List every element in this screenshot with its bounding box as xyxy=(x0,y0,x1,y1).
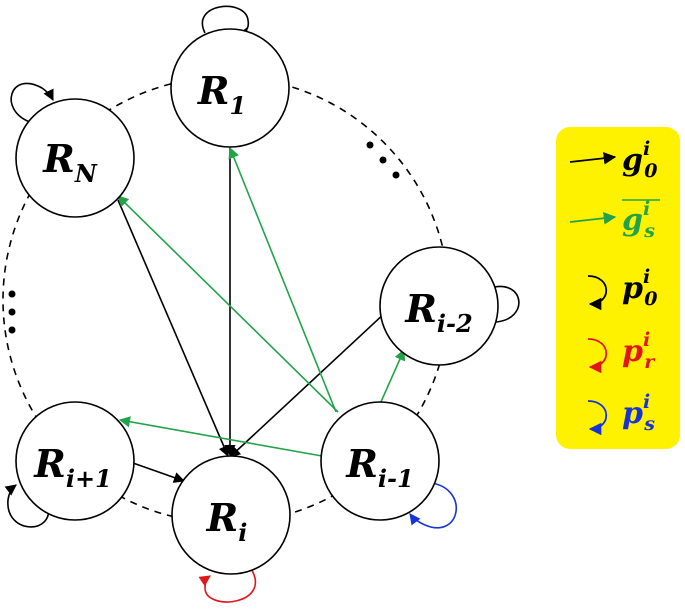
self-loop-icon xyxy=(587,338,608,374)
self-loop-icon xyxy=(587,400,608,436)
svg-text:Ri-2: Ri-2 xyxy=(404,286,472,338)
edge-ri2-to-ri xyxy=(229,311,387,458)
self-loop-ri xyxy=(198,566,257,603)
legend-box xyxy=(556,127,680,449)
node-ri: Ri xyxy=(171,455,291,575)
node-ri1p: Ri+1 xyxy=(15,401,135,521)
self-loop-ri1p xyxy=(4,484,50,528)
svg-text:Ri+1: Ri+1 xyxy=(33,441,112,493)
svg-text:R1: R1 xyxy=(197,68,246,120)
edge-ri1m-to-rn xyxy=(117,195,339,413)
self-loop-icon xyxy=(587,275,608,311)
edge-ri1m-to-ri1p xyxy=(118,416,323,457)
ellipsis-dots-top-right xyxy=(366,141,400,179)
node-rn: RN xyxy=(15,98,135,218)
edge-ri1m-to-ri2 xyxy=(379,348,406,405)
self-loop-rn xyxy=(10,82,54,123)
node-ri2: Ri-2 xyxy=(379,246,499,366)
ellipsis-dots-left xyxy=(8,290,16,334)
arrow-icon xyxy=(569,151,617,165)
edge-rn-to-ri xyxy=(117,199,230,458)
node-r1: R1 xyxy=(170,28,290,148)
svg-text:RN: RN xyxy=(42,136,98,188)
arrow-icon xyxy=(569,211,617,225)
svg-text:Ri: Ri xyxy=(206,495,248,547)
self-loop-ri1m xyxy=(409,482,457,529)
edge-ri1p-to-ri xyxy=(132,462,186,483)
svg-text:Ri-1: Ri-1 xyxy=(345,441,413,493)
edge-ri1m-to-r1 xyxy=(228,146,337,413)
node-ri1m: Ri-1 xyxy=(320,401,440,521)
